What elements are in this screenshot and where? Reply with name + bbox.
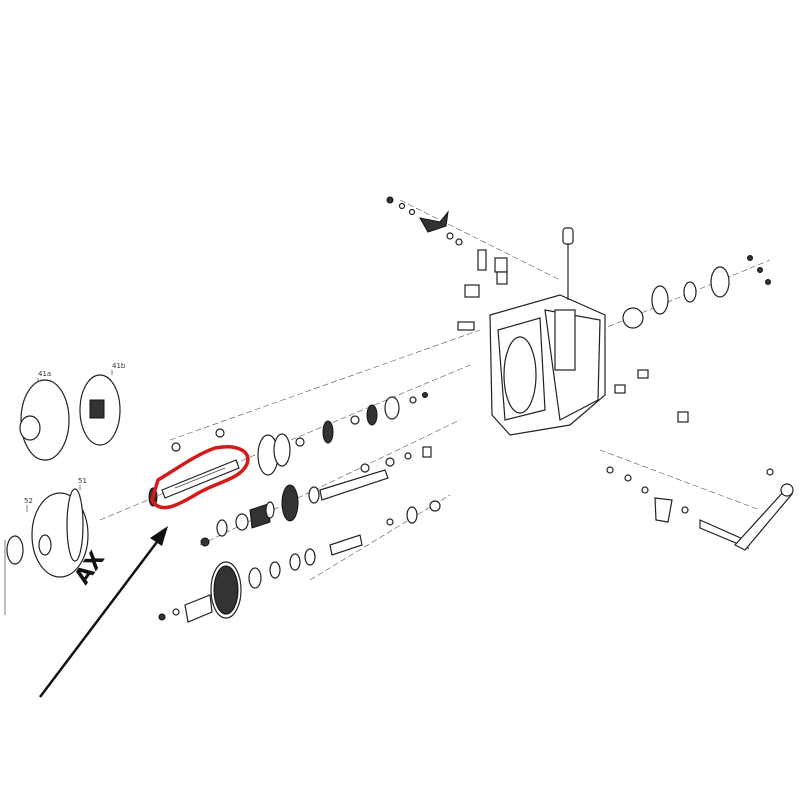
callout-arrow [39, 526, 168, 698]
right-side-parts [614, 255, 771, 423]
middle-shaft-parts [281, 446, 441, 526]
assembly-axes [99, 199, 771, 581]
label-52: 52 [24, 497, 33, 505]
lower-shaft-parts [158, 501, 363, 623]
drum-41b: 41b [79, 362, 126, 446]
bearing-52: 52 [4, 497, 33, 615]
label-41b: 41b [112, 362, 126, 370]
dipstick [562, 227, 574, 300]
highlight-outline [150, 445, 250, 510]
shift-lever [606, 466, 794, 551]
drum-41a: 41a [19, 370, 70, 461]
shift-linkage-parts [386, 196, 508, 331]
label-51: 51 [78, 477, 87, 485]
label-41a: 41a [38, 370, 51, 378]
upper-shaft-parts [257, 392, 428, 476]
gearbox-housing [489, 294, 606, 436]
clutch-drum-51: 51 [31, 477, 89, 578]
